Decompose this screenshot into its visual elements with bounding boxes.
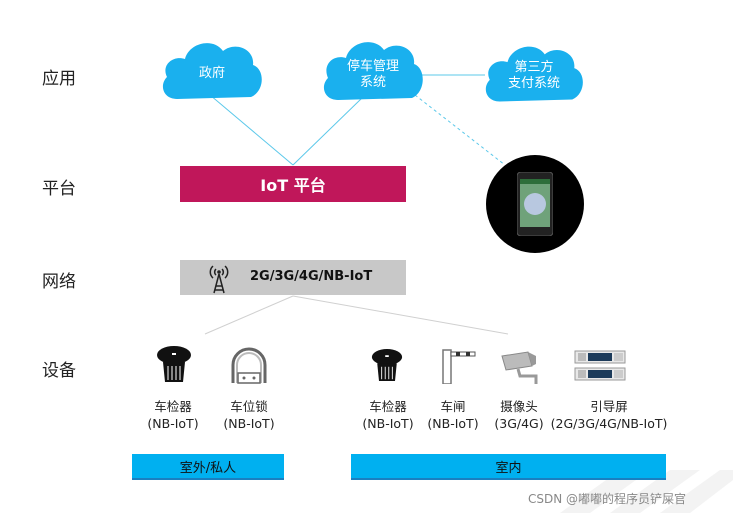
antenna-tower-icon bbox=[209, 265, 229, 294]
section-indoor-bar: 室内 bbox=[351, 454, 666, 480]
barrier-gate-icon bbox=[442, 349, 476, 384]
device-name: 摄像头 bbox=[500, 399, 538, 414]
device-spec: (NB-IoT) bbox=[362, 416, 414, 431]
device-label: 车位锁 (NB-IoT) bbox=[216, 398, 282, 432]
camera-icon bbox=[501, 351, 538, 384]
network-label: 2G/3G/4G/NB-IoT bbox=[250, 269, 373, 284]
smartphone-icon bbox=[517, 172, 553, 236]
device-label: 车闸 (NB-IoT) bbox=[426, 398, 480, 432]
cloud-icon bbox=[323, 42, 423, 100]
device-label: 摄像头 (3G/4G) bbox=[488, 398, 550, 432]
device-name: 引导屏 bbox=[590, 399, 628, 414]
device-name: 车检器 bbox=[369, 399, 407, 414]
cloud-label: 政府 bbox=[198, 66, 225, 81]
connector-parking-platform bbox=[292, 97, 363, 166]
iot-platform-label: IoT 平台 bbox=[260, 176, 326, 195]
parking-lock-icon bbox=[231, 347, 267, 384]
guide-screen-icon bbox=[574, 350, 626, 381]
row-label-devices: 设备 bbox=[42, 361, 76, 381]
row-label-platform: 平台 bbox=[42, 179, 76, 199]
vehicle-detector-icon bbox=[157, 346, 191, 382]
device-spec: (NB-IoT) bbox=[147, 416, 199, 431]
section-indoor-label: 室内 bbox=[495, 460, 522, 476]
iot-platform-bar: IoT 平台 bbox=[180, 166, 406, 202]
device-spec: (2G/3G/4G/NB-IoT) bbox=[550, 416, 668, 431]
cloud-parking-system: 停车管理 系统 bbox=[318, 34, 428, 104]
cloud-label: 停车管理 系统 bbox=[346, 59, 399, 90]
device-label: 引导屏 (2G/3G/4G/NB-IoT) bbox=[548, 398, 670, 432]
device-name: 车闸 bbox=[440, 399, 466, 414]
device-spec: (NB-IoT) bbox=[223, 416, 275, 431]
connector-network-indoor bbox=[292, 295, 509, 335]
cloud-label: 第三方 支付系统 bbox=[507, 60, 560, 91]
section-outdoor-label: 室外/私人 bbox=[179, 460, 237, 476]
cloud-third-party-payment: 第三方 支付系统 bbox=[480, 38, 588, 106]
connector-parking-phone bbox=[414, 94, 506, 166]
device-label: 车检器 (NB-IoT) bbox=[355, 398, 421, 432]
mobile-app-circle bbox=[486, 155, 584, 253]
cloud-government: 政府 bbox=[157, 35, 267, 103]
device-spec: (NB-IoT) bbox=[427, 416, 479, 431]
cloud-icon bbox=[162, 43, 262, 99]
connector-network-outdoor bbox=[204, 295, 294, 335]
section-outdoor-bar: 室外/私人 bbox=[132, 454, 284, 480]
device-name: 车检器 bbox=[154, 399, 192, 414]
connector-gov-platform bbox=[209, 94, 294, 166]
cloud-icon bbox=[485, 46, 583, 102]
device-name: 车位锁 bbox=[230, 399, 268, 414]
watermark: CSDN @嘟嘟的程序员铲屎官 bbox=[528, 492, 687, 506]
device-spec: (3G/4G) bbox=[494, 416, 544, 431]
row-label-application: 应用 bbox=[42, 69, 76, 89]
device-label: 车检器 (NB-IoT) bbox=[140, 398, 206, 432]
network-bar: 2G/3G/4G/NB-IoT bbox=[180, 260, 406, 295]
row-label-network: 网络 bbox=[42, 272, 76, 292]
vehicle-detector-icon bbox=[371, 349, 403, 381]
